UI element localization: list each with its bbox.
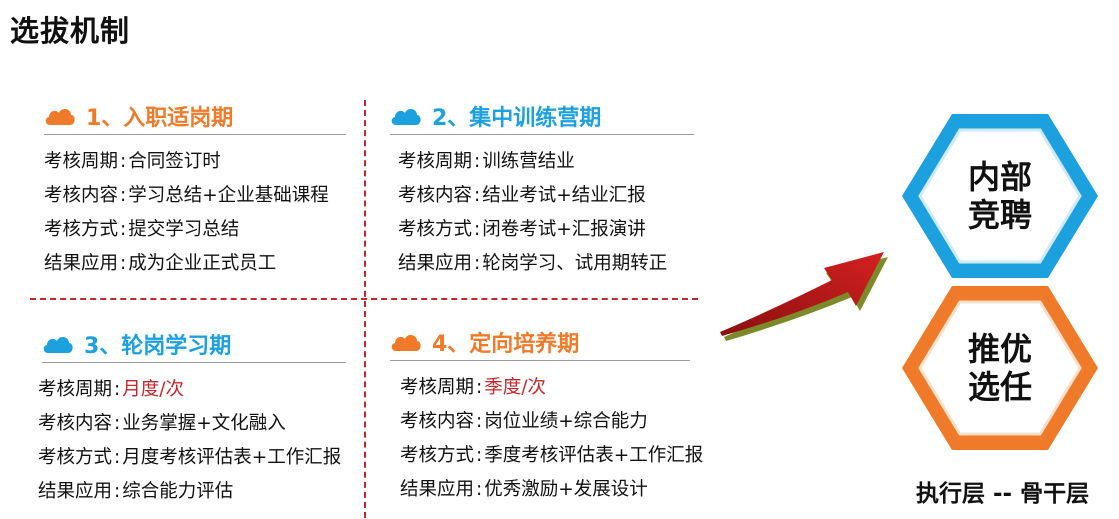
quadrant-4: 4、定向培养期 考核周期:季度/次 考核内容:岗位业绩+综合能力 考核方式:季度…: [390, 326, 703, 507]
vertical-divider: [364, 100, 366, 518]
row-sep: :: [474, 253, 481, 274]
row-cycle: 考核周期:月度/次: [38, 373, 346, 407]
hexagon-shape: [902, 286, 1098, 450]
quadrant-header: 2、集中训练营期: [390, 100, 694, 135]
row-method: 考核方式:季度考核评估表+工作汇报: [400, 439, 703, 473]
row-value: 优秀激励+发展设计: [484, 479, 648, 500]
cloud-icon: [43, 337, 73, 353]
horizontal-divider: [30, 298, 698, 300]
cloud-icon: [391, 335, 421, 351]
row-label: 考核周期: [398, 151, 473, 172]
row-value: 训练营结业: [482, 151, 575, 172]
row-value: 提交学习总结: [128, 219, 240, 240]
row-method: 考核方式:提交学习总结: [44, 213, 346, 247]
row-label: 考核方式: [38, 447, 113, 468]
row-sep: :: [114, 413, 121, 434]
progress-arrow: [720, 252, 888, 341]
hexagon-label-line2: 竞聘: [967, 196, 1032, 234]
row-sep: :: [114, 379, 121, 400]
row-sep: :: [120, 219, 127, 240]
page-title: 选拔机制: [10, 14, 131, 48]
hexagon-label-line2: 选任: [967, 368, 1032, 406]
row-sep: :: [120, 253, 127, 274]
row-value: 成为企业正式员工: [128, 253, 277, 274]
row-sep: :: [476, 479, 483, 500]
row-value-highlight: 季度/次: [484, 377, 546, 398]
row-label: 结果应用: [398, 253, 473, 274]
row-label: 考核内容: [398, 185, 473, 206]
hexagon-label: 内部竞聘: [900, 112, 1100, 280]
row-application: 结果应用:优秀激励+发展设计: [400, 473, 690, 507]
row-value: 学习总结+企业基础课程: [128, 185, 329, 206]
row-content: 考核内容:结业考试+结业汇报: [398, 179, 694, 213]
row-sep: :: [474, 219, 481, 240]
row-value: 轮岗学习、试用期转正: [482, 253, 668, 274]
row-label: 结果应用: [38, 481, 113, 502]
row-sep: :: [476, 445, 483, 466]
row-sep: :: [114, 447, 121, 468]
row-method: 考核方式:月度考核评估表+工作汇报: [38, 441, 346, 475]
row-value: 闭卷考试+汇报演讲: [482, 219, 646, 240]
row-sep: :: [474, 185, 481, 206]
row-value: 结业考试+结业汇报: [482, 185, 646, 206]
quadrant-header: 1、入职适岗期: [44, 100, 346, 135]
row-sep: :: [474, 151, 481, 172]
row-value: 业务掌握+文化融入: [122, 413, 286, 434]
row-cycle: 考核周期:合同签订时: [44, 145, 346, 179]
hexagon-recommend-selection: 推优选任: [900, 284, 1100, 452]
quadrant-title: 1、入职适岗期: [86, 106, 234, 131]
row-label: 考核方式: [400, 445, 475, 466]
row-label: 结果应用: [400, 479, 475, 500]
hexagon-shape: [902, 114, 1098, 278]
hexagon-label-line1: 推优: [967, 330, 1032, 368]
row-sep: :: [114, 481, 121, 502]
row-label: 考核周期: [44, 151, 119, 172]
row-label: 考核周期: [400, 377, 475, 398]
footer-level-text: 执行层 -- 骨干层: [916, 481, 1090, 507]
row-value: 综合能力评估: [122, 481, 234, 502]
row-content: 考核内容:学习总结+企业基础课程: [44, 179, 346, 213]
row-application: 结果应用:轮岗学习、试用期转正: [398, 247, 694, 281]
row-value: 岗位业绩+综合能力: [484, 411, 648, 432]
row-content: 考核内容:业务掌握+文化融入: [38, 407, 346, 441]
row-sep: :: [476, 377, 483, 398]
quadrant-header: 4、定向培养期: [390, 326, 690, 361]
row-application: 结果应用:成为企业正式员工: [44, 247, 346, 281]
quadrant-title: 3、轮岗学习期: [84, 334, 232, 359]
row-label: 考核内容: [400, 411, 475, 432]
row-sep: :: [476, 411, 483, 432]
row-label: 考核内容: [38, 413, 113, 434]
row-label: 考核方式: [398, 219, 473, 240]
row-sep: :: [120, 185, 127, 206]
row-sep: :: [120, 151, 127, 172]
row-method: 考核方式:闭卷考试+汇报演讲: [398, 213, 694, 247]
row-label: 考核内容: [44, 185, 119, 206]
quadrant-title: 4、定向培养期: [432, 332, 580, 357]
row-value: 合同签订时: [128, 151, 221, 172]
row-label: 考核方式: [44, 219, 119, 240]
row-value: 月度考核评估表+工作汇报: [122, 447, 342, 468]
row-application: 结果应用:综合能力评估: [38, 475, 346, 509]
cloud-icon: [391, 109, 421, 125]
cloud-icon: [45, 109, 75, 125]
hexagon-label-line1: 内部: [967, 158, 1032, 196]
row-cycle: 考核周期:训练营结业: [398, 145, 694, 179]
quadrant-3: 3、轮岗学习期 考核周期:月度/次 考核内容:业务掌握+文化融入 考核方式:月度…: [38, 328, 346, 509]
row-label: 考核周期: [38, 379, 113, 400]
row-content: 考核内容:岗位业绩+综合能力: [400, 405, 690, 439]
quadrant-title: 2、集中训练营期: [432, 106, 602, 131]
row-cycle: 考核周期:季度/次: [400, 371, 690, 405]
row-value-highlight: 月度/次: [122, 379, 184, 400]
row-value: 季度考核评估表+工作汇报: [484, 445, 704, 466]
hexagon-label: 推优选任: [900, 284, 1100, 452]
row-label: 结果应用: [44, 253, 119, 274]
quadrant-2: 2、集中训练营期 考核周期:训练营结业 考核内容:结业考试+结业汇报 考核方式:…: [390, 100, 694, 281]
quadrant-header: 3、轮岗学习期: [42, 328, 346, 363]
hexagon-internal-competition: 内部竞聘: [900, 112, 1100, 280]
quadrant-1: 1、入职适岗期 考核周期:合同签订时 考核内容:学习总结+企业基础课程 考核方式…: [44, 100, 346, 281]
